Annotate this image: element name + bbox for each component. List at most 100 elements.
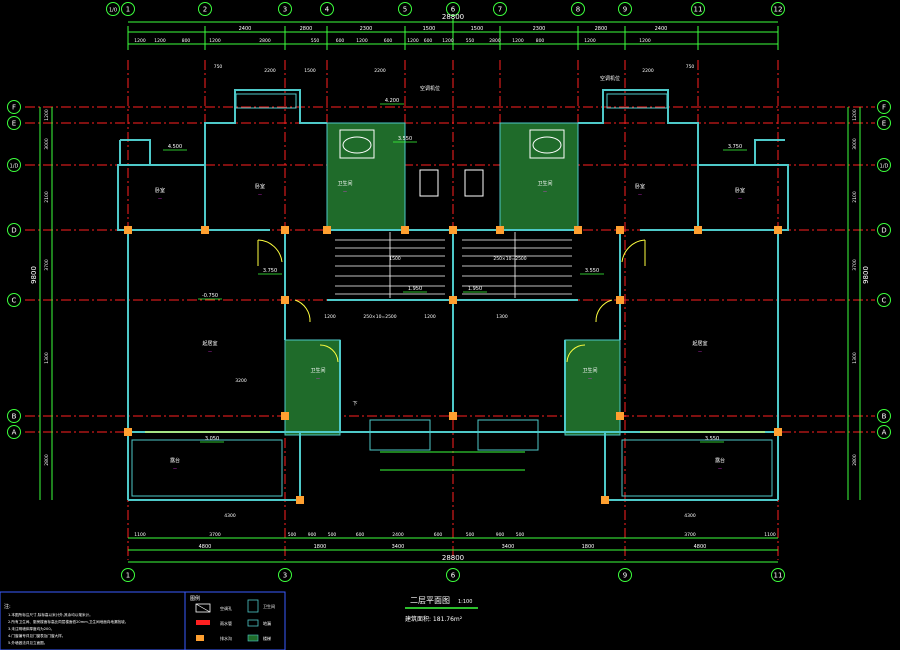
axis-bubble-top-circle bbox=[121, 2, 135, 16]
stairs bbox=[335, 232, 572, 298]
room-area: — bbox=[698, 349, 702, 354]
wet-rooms bbox=[284, 122, 621, 436]
dim-text: 2400 bbox=[239, 26, 252, 32]
dim-text: 1200 bbox=[356, 38, 368, 44]
dim-text: 250×10=2500 bbox=[363, 314, 396, 320]
dim-text: 900 bbox=[308, 532, 317, 538]
axis-bubble-top: 6 bbox=[451, 6, 456, 14]
axis-bubble-right-circle bbox=[877, 425, 891, 439]
axis-bubble-top: 11 bbox=[694, 6, 703, 14]
axis-bubble-bottom: 3 bbox=[283, 572, 287, 580]
overall-dim-bottom: 28800 bbox=[442, 554, 464, 562]
axis-bubble-top-circle bbox=[320, 2, 334, 16]
dim-text: 500 bbox=[288, 532, 297, 538]
balcony-rails bbox=[131, 93, 773, 497]
axis-bubble-bottom-circle bbox=[446, 568, 460, 582]
dim-text: 3000 bbox=[852, 138, 858, 150]
axis-bubble-top-circle bbox=[771, 2, 785, 16]
level-label: 3.550 bbox=[585, 268, 599, 274]
drawing-title: 二层平面图 bbox=[410, 596, 450, 605]
dim-text: 550 bbox=[311, 38, 320, 44]
level-label: 1.950 bbox=[468, 286, 482, 292]
dim-text: 1200 bbox=[154, 38, 166, 44]
dim-text: 3200 bbox=[235, 378, 247, 384]
dim-text: 1800 bbox=[314, 544, 327, 550]
dim-text: 1500 bbox=[389, 256, 401, 262]
plan-note: 下 bbox=[352, 401, 357, 407]
dim-text: 3400 bbox=[502, 544, 515, 550]
overall-dim-top: 28800 bbox=[442, 13, 464, 21]
axis-bubble-bottom-circle bbox=[278, 568, 292, 582]
room-label: 卧室 bbox=[735, 187, 745, 194]
axis-bubble-right: C bbox=[882, 297, 887, 305]
dim-text: 2800 bbox=[44, 454, 50, 466]
axis-bubble-right-circle bbox=[877, 223, 891, 237]
dim-text: 1800 bbox=[582, 544, 595, 550]
legend-item: 排水沟 bbox=[220, 635, 232, 641]
room-area: — bbox=[158, 196, 162, 201]
dim-text: 2100 bbox=[44, 191, 50, 203]
axis-bubble-top-circle bbox=[446, 2, 460, 16]
room-label: 卫生间 bbox=[537, 180, 552, 187]
axis-bubble-right-circle bbox=[877, 116, 891, 130]
axis-bubble-top-extra-circle bbox=[106, 2, 120, 16]
dim-text: 1200 bbox=[512, 38, 524, 44]
dim-text: 800 bbox=[536, 38, 545, 44]
axis-grid bbox=[25, 60, 875, 560]
dim-text: 1100 bbox=[764, 532, 776, 538]
axis-bubble-left: C bbox=[12, 297, 17, 305]
dim-text: 2800 bbox=[489, 38, 501, 44]
room-labels: 卧室—卧室—卫生间—卫生间—卧室—卧室—卫生间—卫生间—露台—露台—起居室—起居… bbox=[155, 180, 745, 471]
axis-bubble-top-circle bbox=[198, 2, 212, 16]
dim-text: 3700 bbox=[44, 259, 50, 271]
legend-item: 雨水管 bbox=[220, 620, 232, 626]
axis-bubble-top-circle bbox=[278, 2, 292, 16]
axis-bubble-left-circle bbox=[7, 425, 21, 439]
level-label: 3.050 bbox=[205, 436, 219, 442]
dim-text: 1200 bbox=[134, 38, 146, 44]
dim-text: 1500 bbox=[304, 68, 316, 74]
axis-bubble-bottom: 11 bbox=[774, 572, 783, 580]
room-area: — bbox=[316, 376, 320, 381]
axis-bubble-left: B bbox=[12, 413, 17, 421]
dim-text: 1200 bbox=[442, 38, 454, 44]
axis-bubble-top-circle bbox=[691, 2, 705, 16]
axis-bubble-right: A bbox=[882, 429, 887, 437]
legend-note: 1.本图所标注尺寸,除标高以米计外,其余均以毫米计。 bbox=[8, 612, 93, 617]
room-label: 卫生间 bbox=[310, 367, 325, 374]
level-label: 3.550 bbox=[705, 436, 719, 442]
level-label: 4.200 bbox=[385, 98, 399, 104]
right-total-dim: 9800 bbox=[862, 266, 870, 284]
dim-text: 600 bbox=[356, 532, 365, 538]
dim-text: 500 bbox=[516, 532, 525, 538]
axis-bubble-left: F bbox=[12, 104, 16, 112]
dim-text: 1500 bbox=[471, 26, 484, 32]
axis-bubble-bottom: 9 bbox=[623, 572, 627, 580]
dim-text: 1200 bbox=[209, 38, 221, 44]
dim-text: 600 bbox=[434, 532, 443, 538]
dim-text: 1200 bbox=[324, 314, 336, 320]
axis-bubble-bottom: 6 bbox=[451, 572, 456, 580]
axis-bubble-top: 2 bbox=[203, 6, 207, 14]
axis-bubble-top: 5 bbox=[403, 6, 407, 14]
axis-bubble-top: 3 bbox=[283, 6, 287, 14]
axis-bubble-right-circle bbox=[877, 158, 891, 172]
dim-text: 2400 bbox=[392, 532, 404, 538]
dimension-lines bbox=[39, 18, 861, 563]
dim-text: 750 bbox=[214, 64, 223, 70]
dim-text: 2100 bbox=[852, 191, 858, 203]
dim-text: 2400 bbox=[655, 26, 668, 32]
dim-text: 800 bbox=[182, 38, 191, 44]
axis-bubble-top-circle bbox=[493, 2, 507, 16]
dim-text: 550 bbox=[466, 38, 475, 44]
dim-text: 2800 bbox=[259, 38, 271, 44]
room-area: — bbox=[638, 192, 642, 197]
legend-symbols bbox=[195, 599, 259, 642]
